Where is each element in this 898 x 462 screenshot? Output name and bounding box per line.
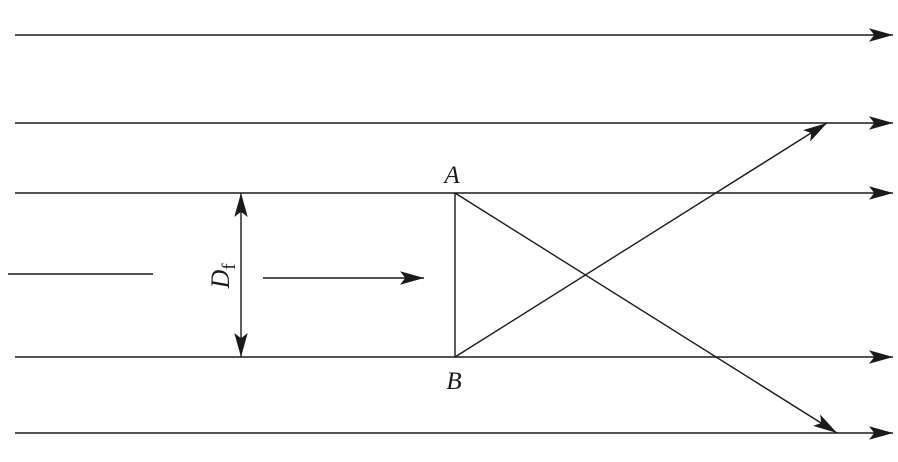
ray-from-b bbox=[454, 122, 828, 358]
diameter-symbol: D bbox=[206, 270, 235, 290]
diameter-label: Df bbox=[206, 263, 240, 290]
svg-text:Df: Df bbox=[206, 263, 240, 290]
point-b-label: B bbox=[446, 368, 461, 395]
diameter-subscript: f bbox=[219, 263, 240, 270]
ray-from-a bbox=[454, 192, 838, 434]
point-a-label: A bbox=[442, 162, 460, 189]
